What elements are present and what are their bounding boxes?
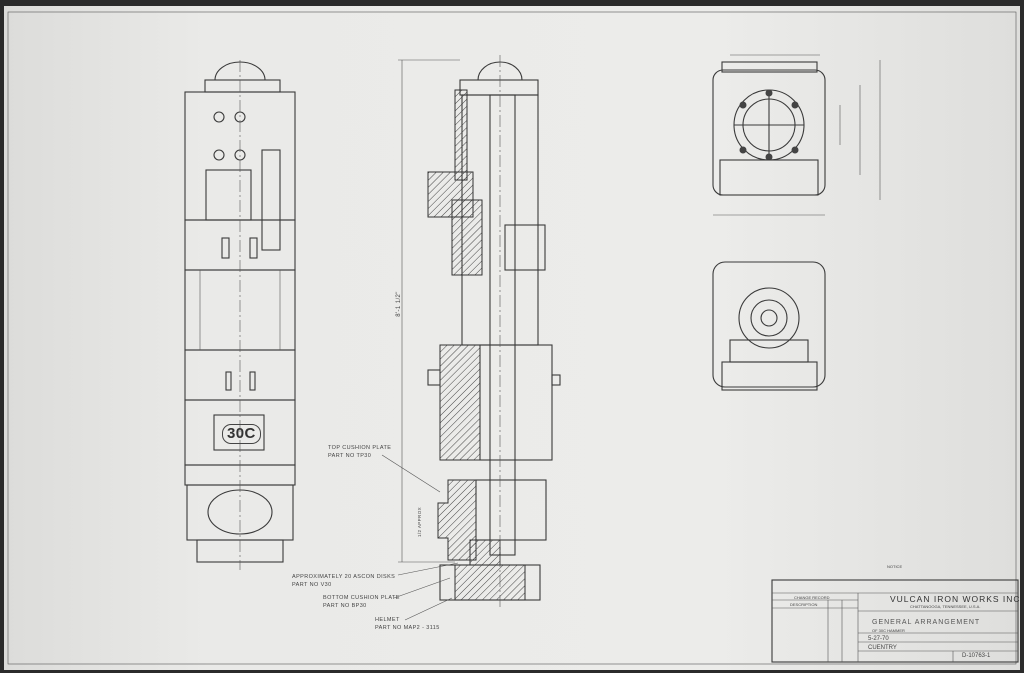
callout-label: APPROXIMATELY 20 ASCON DISKS: [292, 574, 396, 580]
callout-part-number: PART NO MAP2 - 3115: [375, 625, 440, 631]
drawing-title: GENERAL ARRANGEMENT: [872, 619, 981, 626]
callout-label: HELMET: [375, 617, 400, 623]
callout-label: TOP CUSHION PLATE: [328, 445, 392, 451]
plan-view-top: [712, 54, 881, 216]
callout-part-number: PART NO BP30: [323, 603, 367, 609]
title-block: NOTICE CHANGE RECORD DESCRIPTION VULCAN …: [772, 562, 1021, 662]
drawn-by: CUENTRY: [868, 645, 897, 651]
company-location: CHATTANOOGA, TENNESSEE, U.S.A.: [910, 604, 981, 609]
sheet-border: [7, 11, 1017, 665]
drawing-number: D-10763-1: [962, 653, 991, 659]
drawing-date: 5-27-70: [868, 636, 889, 642]
callout-top-cushion-plate: TOP CUSHION PLATE PART NO TP30: [328, 444, 391, 460]
callout-ascon-disks: APPROXIMATELY 20 ASCON DISKS PART NO V30: [292, 573, 395, 589]
change-record-label: CHANGE RECORD: [794, 595, 830, 600]
drawing-sheet: [4, 6, 1020, 670]
overall-height-dimension: 8'-1 1/2": [395, 291, 402, 317]
section-view: [381, 55, 561, 621]
title-block-grid: [771, 579, 1019, 663]
notice-heading: NOTICE: [887, 564, 903, 569]
company-name: VULCAN IRON WORKS INC: [890, 594, 1021, 604]
description-label: DESCRIPTION: [790, 602, 818, 607]
plan-view-bottom: [712, 261, 826, 391]
callout-bottom-cushion-plate: BOTTOM CUSHION PLATE PART NO BP30: [323, 594, 400, 610]
approx-dimension: 1/2 APPROX: [417, 506, 423, 538]
callout-label: BOTTOM CUSHION PLATE: [323, 595, 400, 601]
callout-part-number: PART NO TP30: [328, 453, 372, 459]
front-elevation-view: [184, 60, 296, 570]
callout-part-number: PART NO V30: [292, 582, 332, 588]
drawing-subtitle: OF 30C HAMMER: [872, 628, 905, 633]
model-logo: 30C: [222, 424, 261, 444]
callout-helmet: HELMET PART NO MAP2 - 3115: [375, 616, 440, 632]
